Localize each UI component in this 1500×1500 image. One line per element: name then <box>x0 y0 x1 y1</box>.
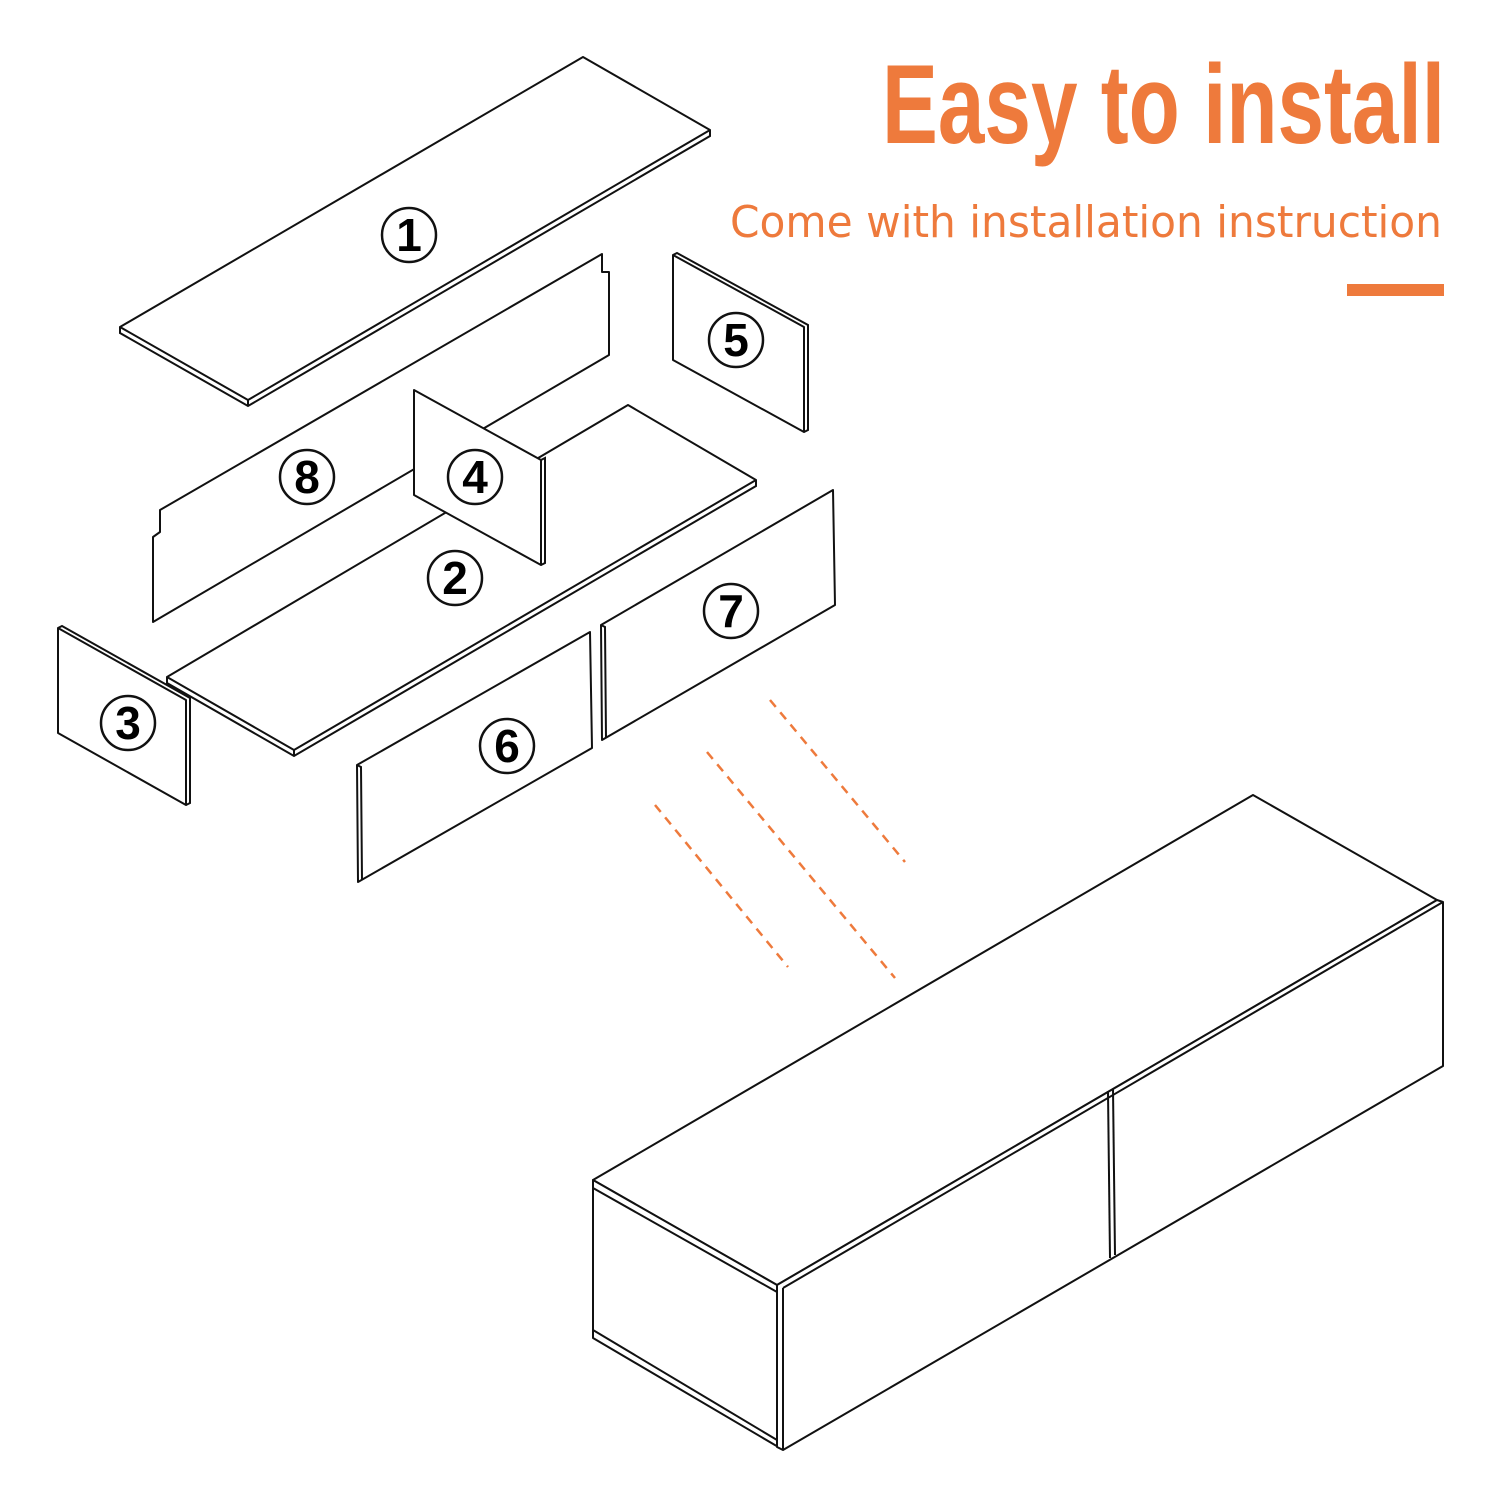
part-label-7: 7 <box>702 582 760 640</box>
label-circle <box>707 311 765 369</box>
part-number: 6 <box>494 720 520 772</box>
part-number: 5 <box>723 314 749 366</box>
part-number: 8 <box>294 451 320 503</box>
label-circle <box>478 717 536 775</box>
part-number: 2 <box>442 552 468 604</box>
part-label-8: 8 <box>278 448 336 506</box>
part-number: 1 <box>396 209 422 261</box>
part-number: 4 <box>462 451 488 503</box>
part-label-5: 5 <box>707 311 765 369</box>
part-6-door-panel <box>356 631 593 883</box>
assembly-guide-lines <box>654 699 906 979</box>
label-circle <box>426 549 484 607</box>
assembled-cabinet <box>592 794 1444 1451</box>
label-circle <box>702 582 760 640</box>
page-title: Easy to install <box>882 42 1445 167</box>
label-circle <box>380 206 438 264</box>
page-subtitle: Come with installation instruction <box>730 197 1442 248</box>
label-circle <box>278 448 336 506</box>
part-number: 3 <box>115 697 141 749</box>
part-number: 7 <box>718 585 744 637</box>
accent-underline <box>1347 284 1444 296</box>
part-label-2: 2 <box>426 549 484 607</box>
part-label-3: 3 <box>99 694 157 752</box>
label-circle <box>99 694 157 752</box>
part-8-back-panel <box>152 253 610 623</box>
label-circle <box>446 448 504 506</box>
part-label-1: 1 <box>380 206 438 264</box>
part-label-6: 6 <box>478 717 536 775</box>
part-label-4: 4 <box>446 448 504 506</box>
